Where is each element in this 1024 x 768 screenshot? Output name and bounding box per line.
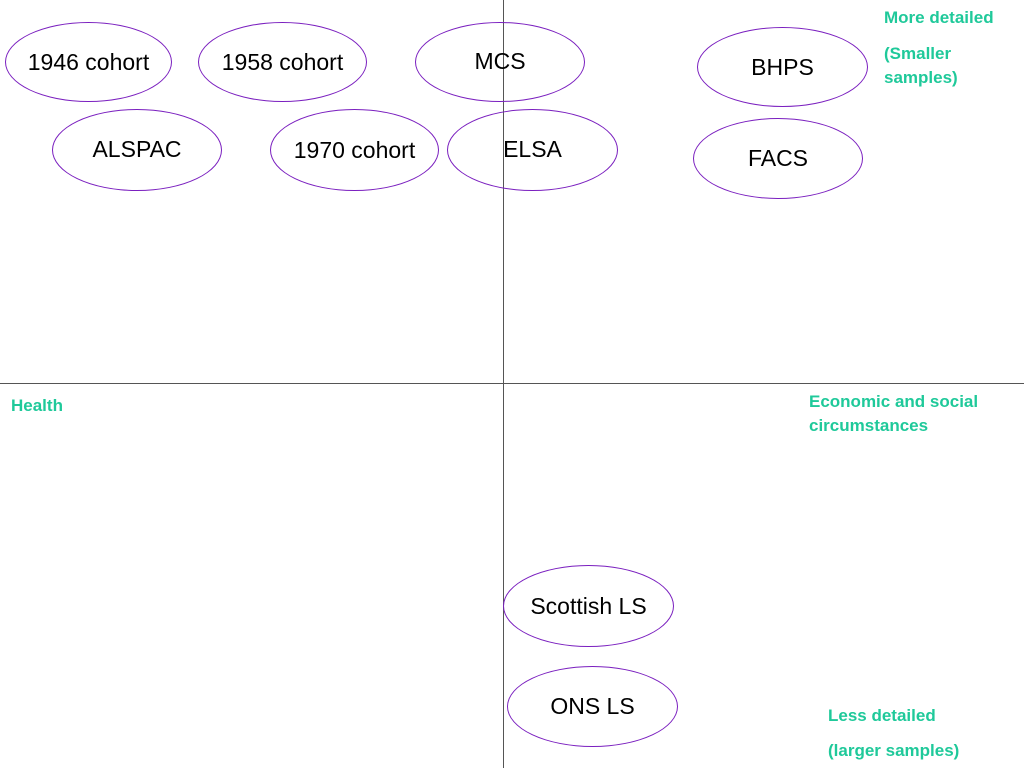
study-mcs: MCS [415,22,585,102]
label-economic-social: Economic and social circumstances [809,392,979,435]
study-scottish-ls: Scottish LS [503,565,674,647]
study-bhps: BHPS [697,27,868,107]
study-facs: FACS [693,118,863,199]
label-health: Health [11,396,63,415]
label-more-detailed: More detailed [884,8,994,27]
study-alspac: ALSPAC [52,109,222,191]
study-1958-cohort: 1958 cohort [198,22,367,102]
study-1970-cohort: 1970 cohort [270,109,439,191]
vertical-axis [503,0,504,768]
label-larger-samples: (larger samples) [828,741,960,760]
horizontal-axis [0,383,1024,384]
study-1946-cohort: 1946 cohort [5,22,172,102]
study-ons-ls: ONS LS [507,666,678,747]
study-elsa: ELSA [447,109,618,191]
label-less-detailed: Less detailed [828,706,936,725]
label-smaller-samples: (Smaller samples) [884,44,958,87]
